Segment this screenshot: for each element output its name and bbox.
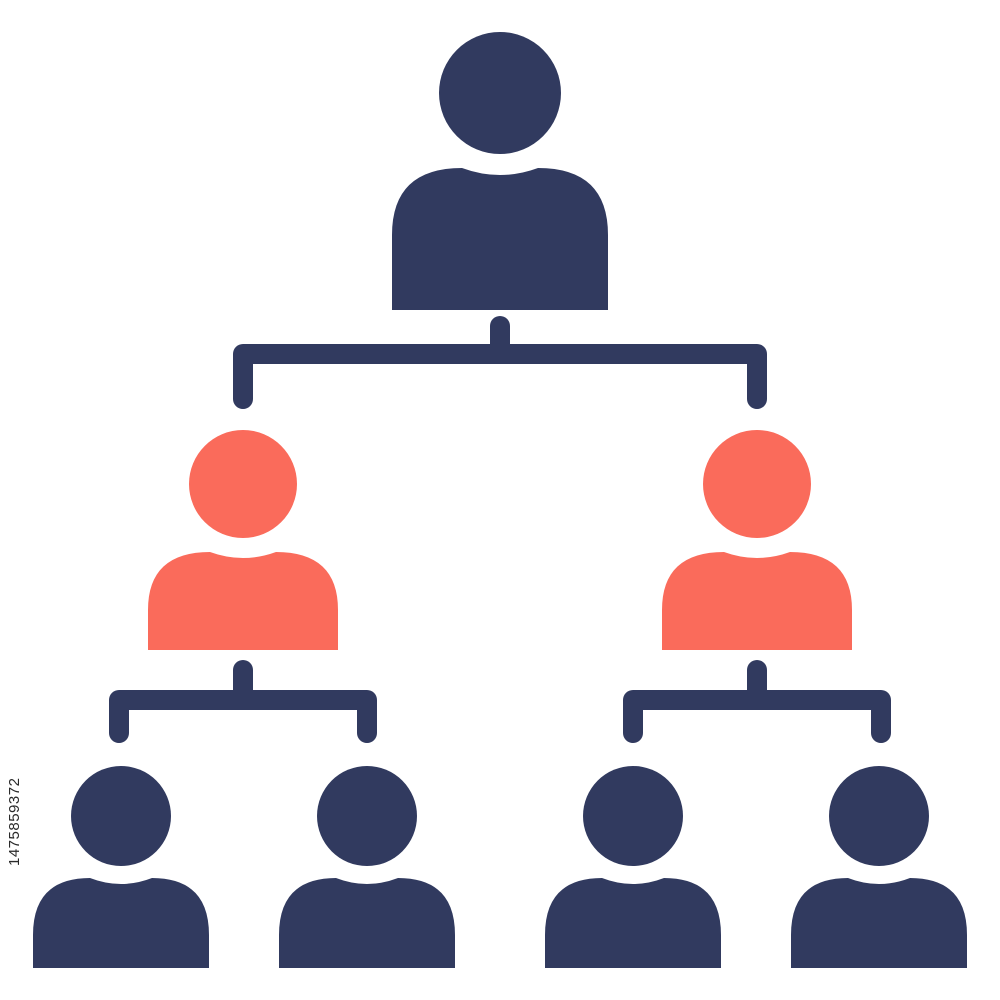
person-icon-team-4 xyxy=(791,766,967,968)
person-icon-team-2 xyxy=(279,766,455,968)
person-head xyxy=(189,430,297,538)
connector-right-line xyxy=(623,660,891,743)
person-icon-manager-left xyxy=(148,430,338,650)
connector-top xyxy=(233,316,767,409)
connector-right xyxy=(623,660,891,743)
watermark-id-text: 1475859372 xyxy=(6,777,23,867)
connector-left xyxy=(109,660,377,743)
person-body xyxy=(662,552,852,650)
connector-top-line xyxy=(233,316,767,409)
person-head xyxy=(703,430,811,538)
person-head xyxy=(71,766,171,866)
person-body xyxy=(33,878,209,968)
person-body xyxy=(791,878,967,968)
person-head xyxy=(317,766,417,866)
person-icon-manager-right xyxy=(662,430,852,650)
person-icon-team-1 xyxy=(33,766,209,968)
person-icon-top xyxy=(392,32,608,310)
person-body xyxy=(279,878,455,968)
connector-left-line xyxy=(109,660,377,743)
person-body xyxy=(392,168,608,310)
person-body xyxy=(148,552,338,650)
person-head xyxy=(583,766,683,866)
person-icon-team-3 xyxy=(545,766,721,968)
person-body xyxy=(545,878,721,968)
person-head xyxy=(829,766,929,866)
person-head xyxy=(439,32,561,154)
